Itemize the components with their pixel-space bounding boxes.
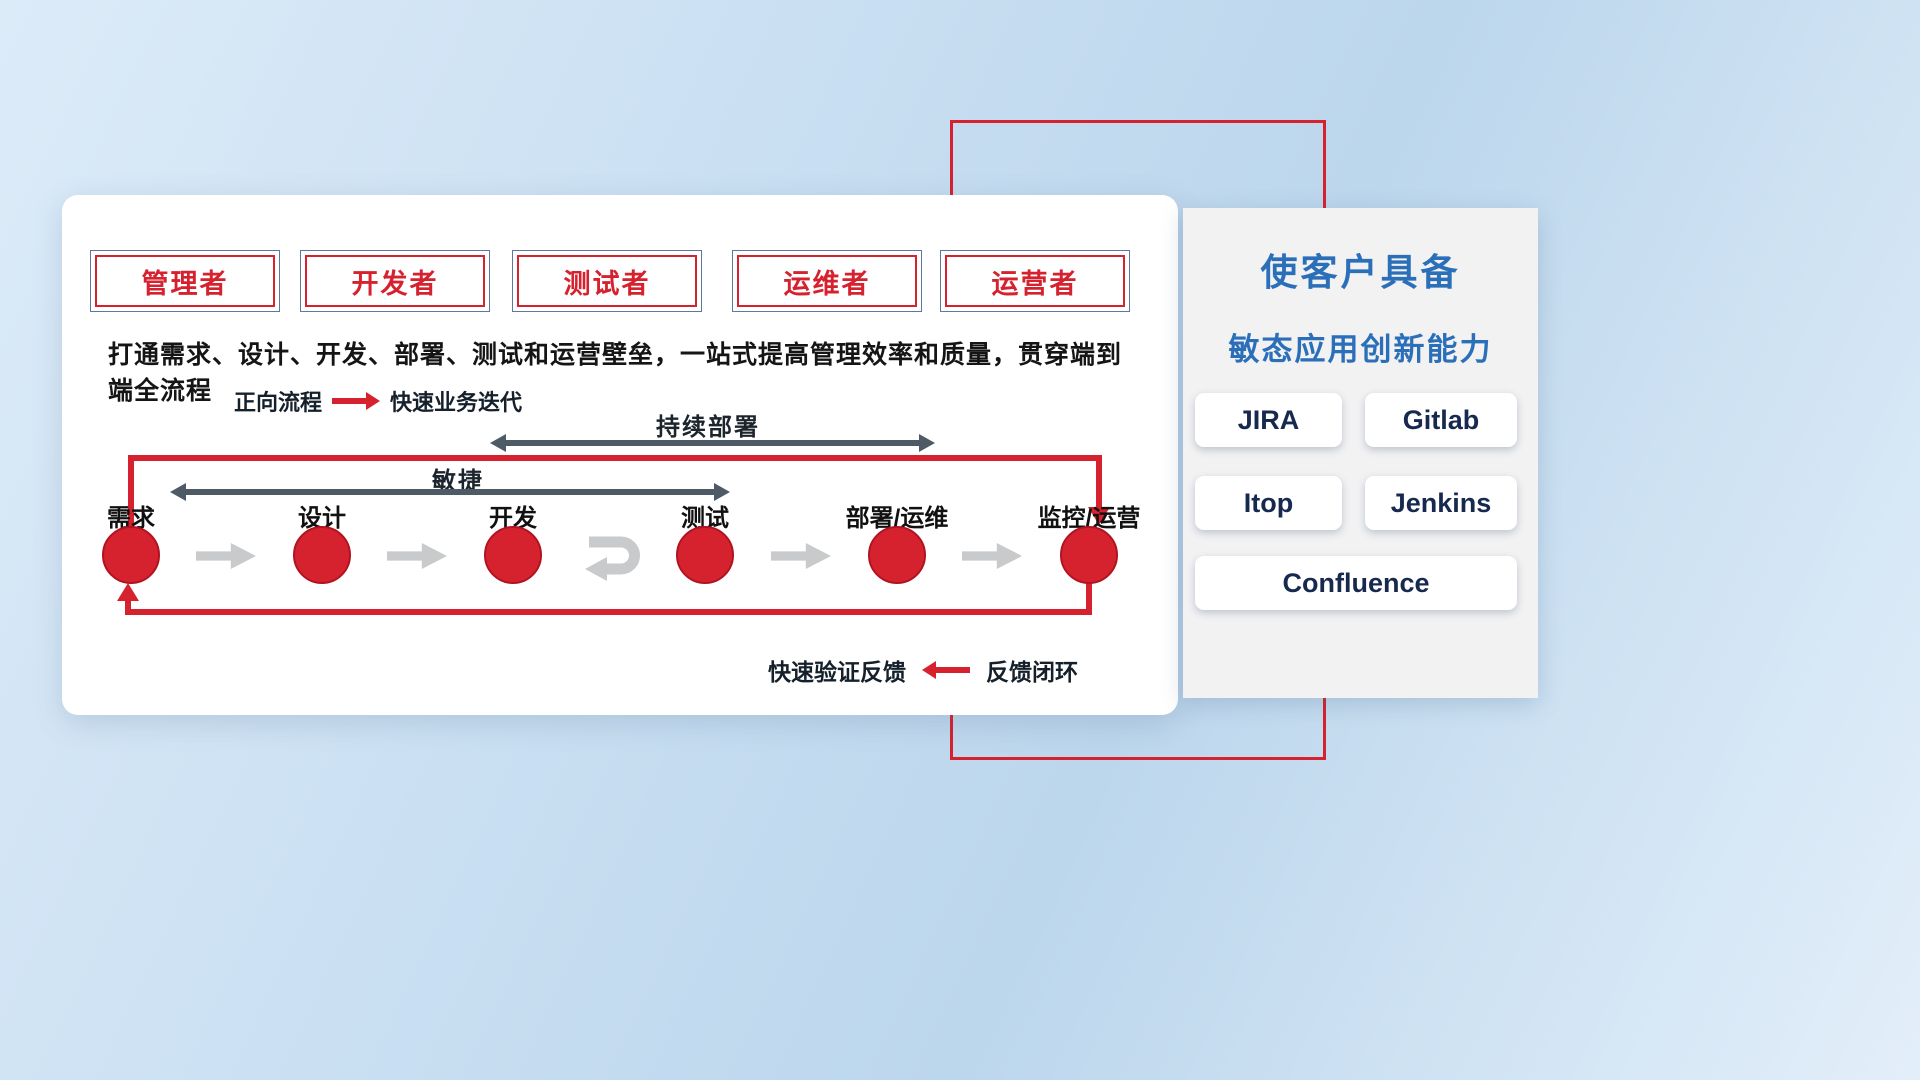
role-box-tester: 测试者 <box>512 250 702 312</box>
stage-node <box>868 526 926 584</box>
role-label: 测试者 <box>563 268 651 299</box>
role-label: 运营者 <box>991 268 1079 299</box>
agile-arrow-label: 敏捷 <box>432 468 484 495</box>
tool-chip-confluence: Confluence <box>1195 556 1517 610</box>
flow-arrow-icon <box>771 543 831 569</box>
forward-legend-value: 快速业务迭代 <box>390 390 523 415</box>
stage-node <box>1060 526 1118 584</box>
iteration-arrow-icon <box>585 536 640 581</box>
role-box-developer: 开发者 <box>300 250 490 312</box>
flow-arrow-icon <box>962 543 1022 569</box>
role-box-manager: 管理者 <box>90 250 280 312</box>
forward-arrow-icon <box>332 392 381 410</box>
cd-arrow-label: 持续部署 <box>656 414 760 441</box>
role-label: 运维者 <box>783 268 871 299</box>
tool-chip-itop: Itop <box>1195 476 1342 530</box>
panel-subtitle: 打通需求、设计、开发、部署、测试和运营壁垒，一站式提高管理效率和质量，贯穿端到端… <box>108 341 1123 405</box>
flow-arrow-icon <box>196 543 256 569</box>
stage-node <box>484 526 542 584</box>
stage-node <box>293 526 351 584</box>
tool-chip-jenkins: Jenkins <box>1365 476 1517 530</box>
tool-chip-jira: JIRA <box>1195 393 1342 447</box>
tool-chip-gitlab: Gitlab <box>1365 393 1517 447</box>
capability-title-line1: 使客户具备 <box>1260 252 1461 293</box>
stage-node <box>102 526 160 584</box>
forward-legend-label: 正向流程 <box>234 390 323 415</box>
feedback-arrow-icon <box>922 661 970 679</box>
process-diagram-panel: 管理者 开发者 测试者 运维者 运营者 打通需求、设计、开发、部署、测试和运营壁… <box>62 195 1178 715</box>
feedback-legend-label: 快速验证反馈 <box>768 659 906 685</box>
flow-arrow-icon <box>387 543 447 569</box>
forward-legend: 正向流程 快速业务迭代 <box>234 385 522 417</box>
role-label: 开发者 <box>351 268 439 299</box>
role-label: 管理者 <box>141 268 229 299</box>
capability-panel: 使客户具备 敏态应用创新能力 JIRA Gitlab Itop Jenkins … <box>1183 208 1538 698</box>
feedback-legend-value: 反馈闭环 <box>986 659 1078 685</box>
role-box-operator: 运营者 <box>940 250 1130 312</box>
feedback-legend: 快速验证反馈 反馈闭环 <box>768 653 1078 687</box>
role-box-ops: 运维者 <box>732 250 922 312</box>
stage-node <box>676 526 734 584</box>
capability-title-line2: 敏态应用创新能力 <box>1228 332 1493 367</box>
